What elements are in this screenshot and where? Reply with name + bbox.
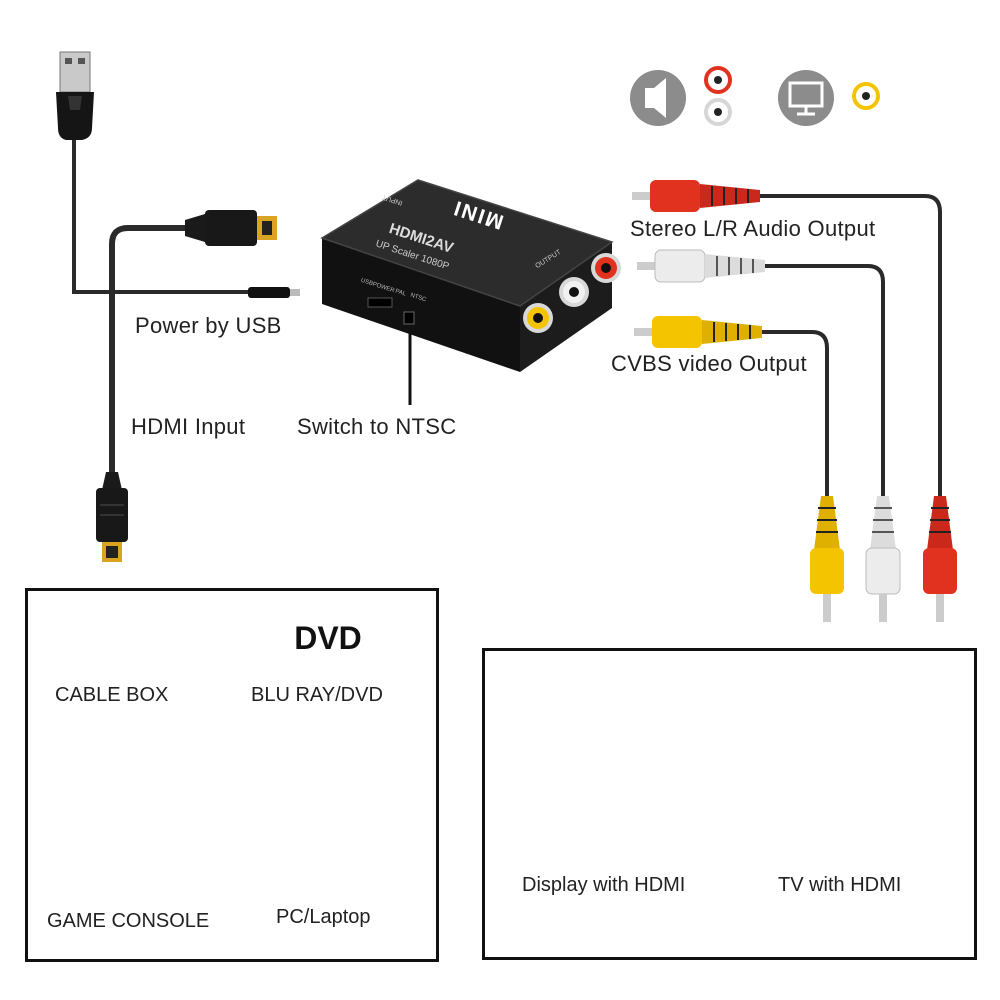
cable-box-label: CABLE BOX [55,684,169,706]
usb-cable [72,140,250,294]
adapter-box [320,179,621,372]
pc-laptop-label: PC/Laptop [276,906,371,928]
rca-plug-yellow-vertical [810,496,844,622]
hdmi-plug-top-icon [185,210,277,246]
rca-jack-red [591,253,621,283]
speaker-icon [630,70,686,126]
rca-plug-red-vertical [923,496,957,622]
cvbs-video-output-label: CVBS video Output [611,351,807,376]
rca-cables [760,194,942,500]
display-hdmi-label: Display with HDMI [522,874,686,896]
video-rca-icon [852,82,880,110]
rca-plug-white-vertical [865,496,901,622]
hdmi-input-label: HDMI Input [131,414,246,439]
rca-plug-white-horizontal [637,249,765,283]
rca-plug-yellow-horizontal [634,316,762,348]
dvd-logo-text: DVD [294,620,362,656]
game-console-label: GAME CONSOLE [47,910,210,932]
rca-plug-red-horizontal [632,180,760,212]
usb-plug-icon [56,51,94,140]
source-devices-panel [25,588,439,962]
display-devices-panel [482,648,977,960]
blu-ray-dvd-label: BLU RAY/DVD [251,684,383,706]
micro-usb-plug-icon [248,287,300,298]
hdmi-plug-bottom-icon [96,472,128,562]
rca-jack-white [559,277,589,307]
power-by-usb-label: Power by USB [135,313,282,338]
rca-jack-yellow [523,303,553,333]
hdmi-cable [109,225,205,478]
audio-rca-icon [704,66,732,126]
tv-hdmi-label: TV with HDMI [778,874,902,896]
stereo-audio-output-label: Stereo L/R Audio Output [630,216,876,241]
switch-to-ntsc-label: Switch to NTSC [297,414,457,439]
monitor-icon [778,70,834,126]
